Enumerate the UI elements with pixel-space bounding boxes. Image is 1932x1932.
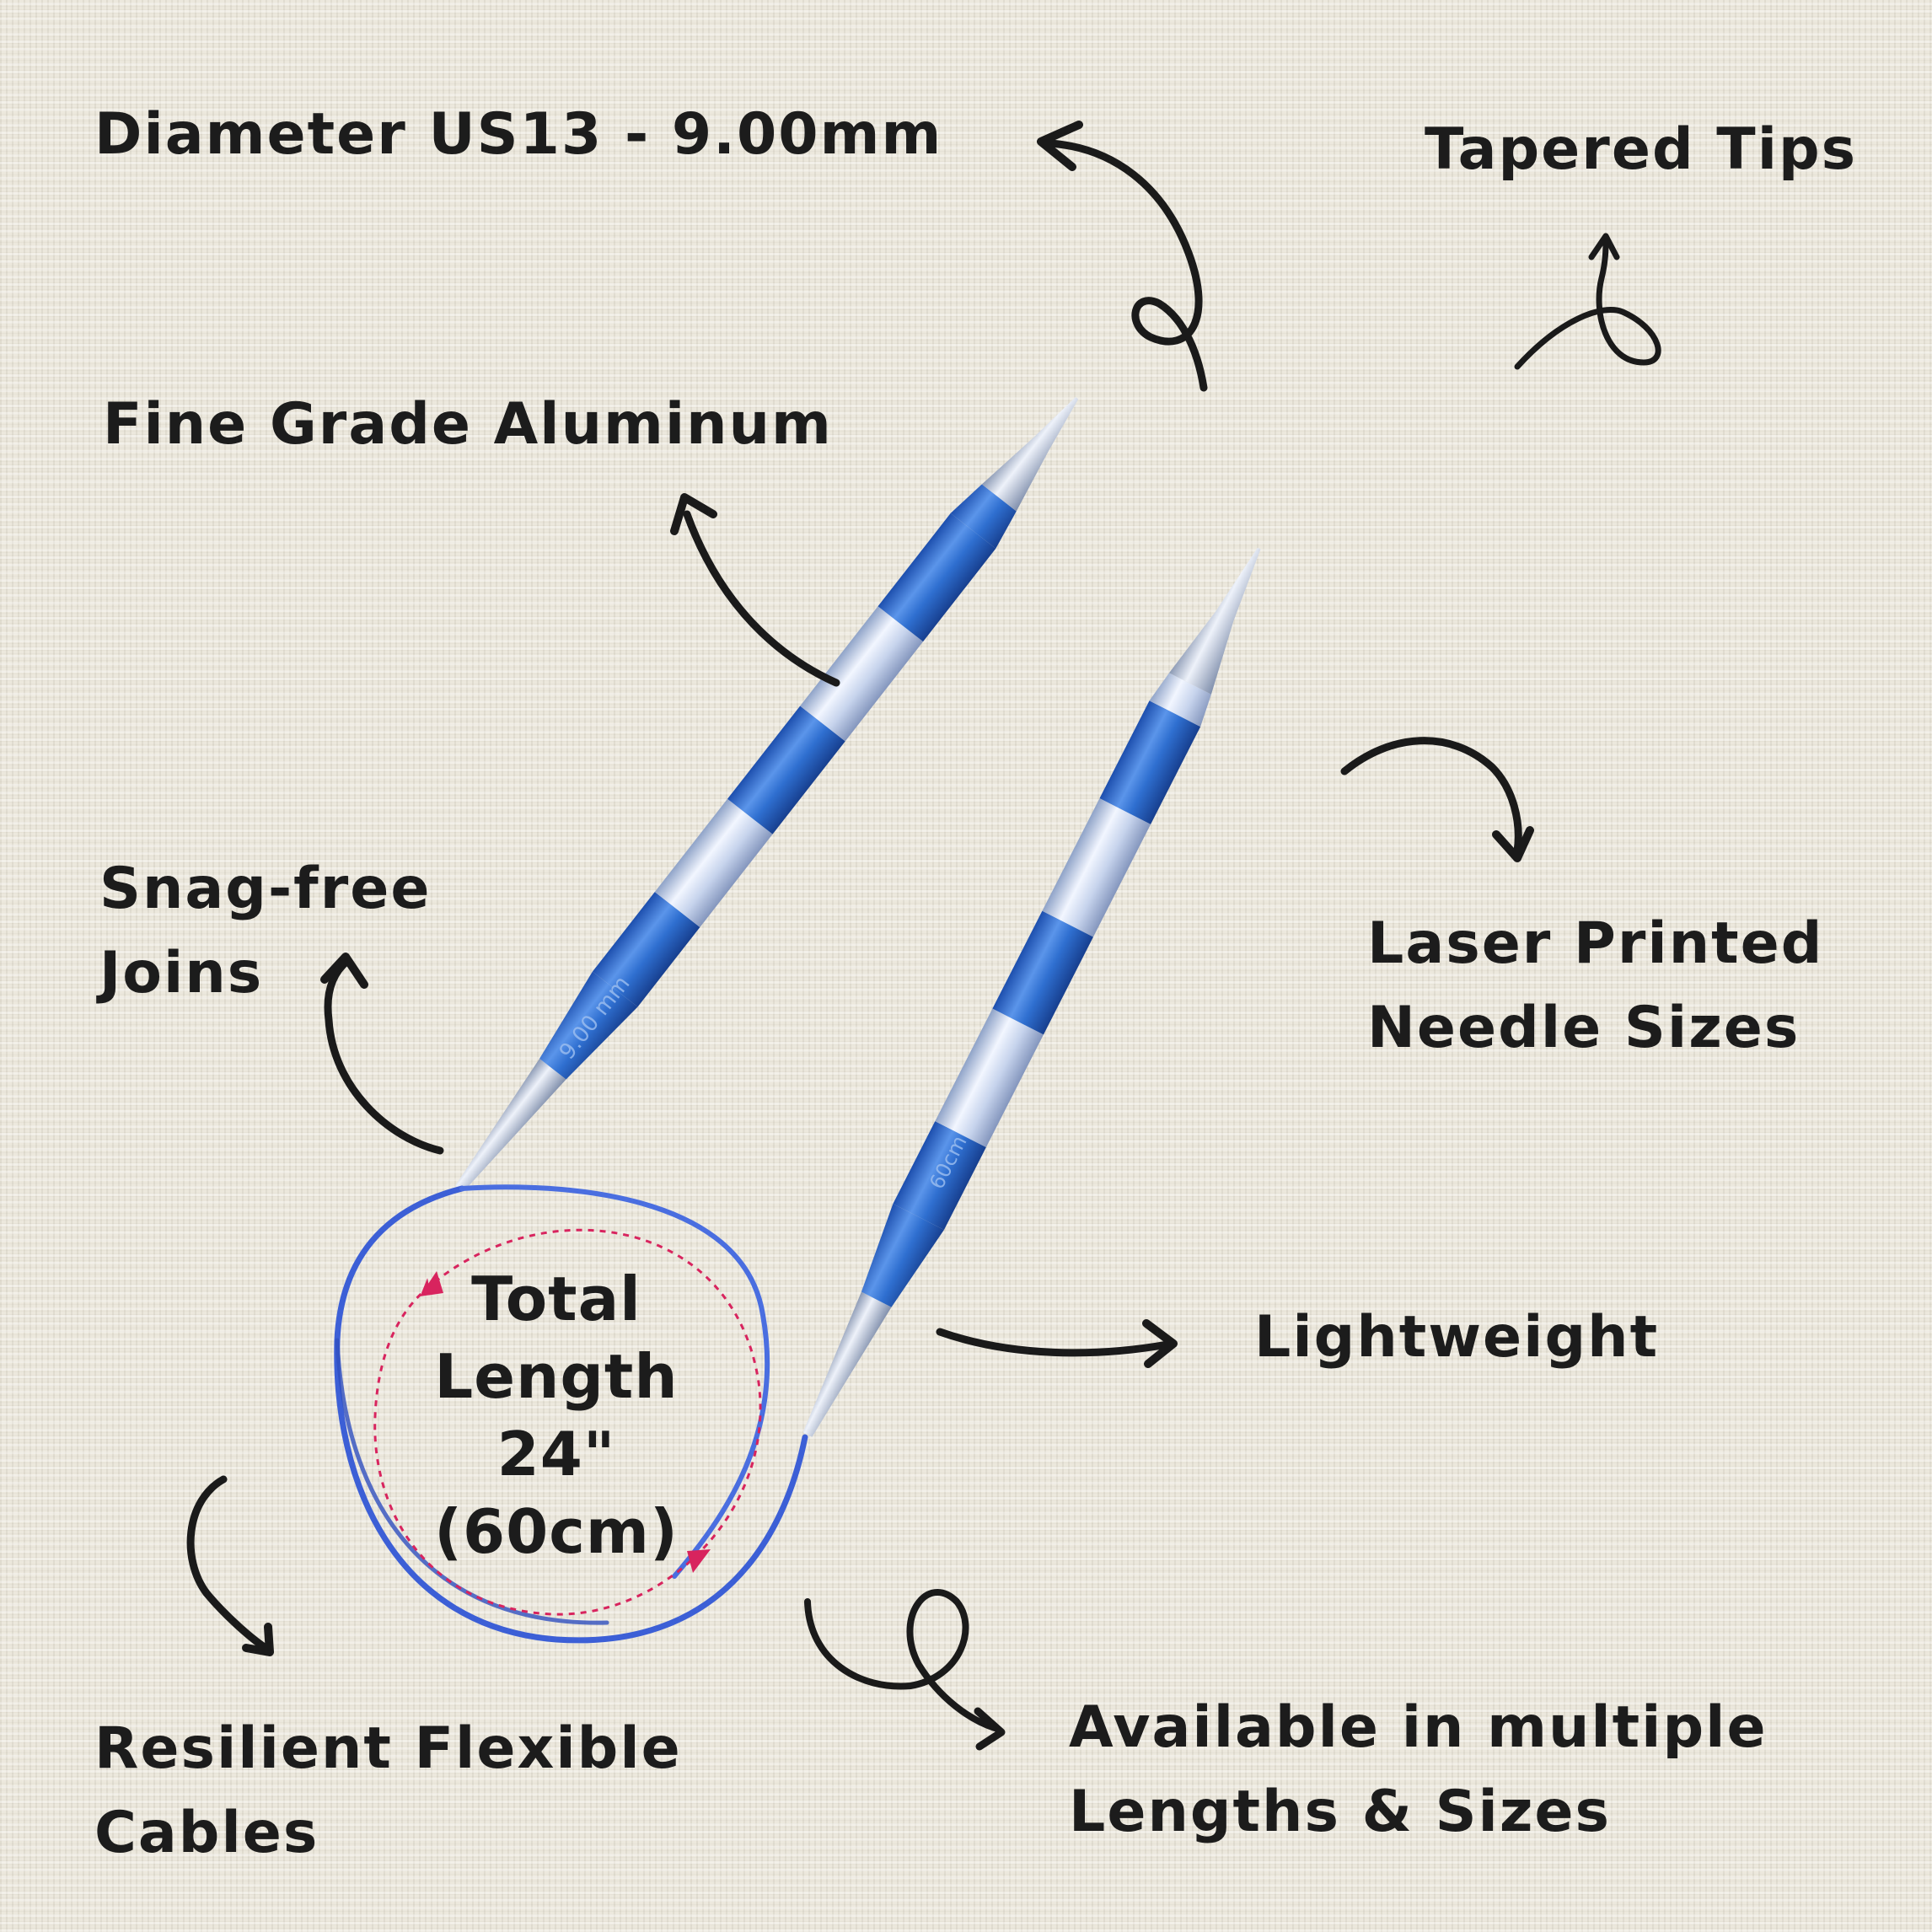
- available-sizes-label: Available in multiple Lengths & Sizes: [1069, 1686, 1768, 1854]
- total-length-text: Total Length 24" (60cm): [396, 1260, 716, 1570]
- lightweight-arrow-icon: [936, 1328, 1172, 1357]
- cable-loop: [334, 1184, 808, 1644]
- laser-line2: Needle Sizes: [1367, 995, 1801, 1061]
- available-line1: Available in multiple: [1069, 1694, 1768, 1761]
- laser-arrow-icon: [1340, 737, 1522, 856]
- resilient-line1: Resilient Flexible: [94, 1715, 682, 1782]
- resilient-line2: Cables: [94, 1800, 319, 1866]
- tapered-tips-arrowhead-icon: [1588, 233, 1620, 260]
- tapered-tips-label: Tapered Tips: [1425, 108, 1857, 192]
- aluminum-text: Fine Grade Aluminum: [103, 391, 833, 458]
- aluminum-arrow-icon: [683, 510, 840, 687]
- resilient-arrowhead-icon: [242, 1623, 274, 1656]
- laser-printed-label: Laser Printed Needle Sizes: [1367, 902, 1823, 1071]
- diameter-label: Diameter US13 - 9.00mm: [94, 93, 942, 177]
- diameter-text: Diameter US13 - 9.00mm: [94, 101, 943, 168]
- lightweight-label: Lightweight: [1254, 1296, 1659, 1380]
- total-length-indicator: [373, 1228, 762, 1616]
- lightweight-text: Lightweight: [1254, 1304, 1660, 1371]
- snag-free-arrow-icon: [324, 957, 444, 1155]
- total-length-line2: Length: [434, 1341, 679, 1412]
- right-band-4: [1042, 798, 1151, 937]
- snag-free-arrowhead-icon: [320, 953, 368, 989]
- left-needle-join: [455, 1058, 566, 1192]
- total-length-line1: Total: [471, 1264, 641, 1334]
- left-band-3: [727, 706, 845, 835]
- available-arrow-icon: [804, 1589, 998, 1731]
- laser-line1: Laser Printed: [1367, 910, 1824, 977]
- total-length-arrowhead-top: [420, 1271, 443, 1296]
- right-needle-shoulder: [1149, 673, 1211, 727]
- right-band-2: [935, 1008, 1044, 1148]
- diameter-arrow-icon: [1045, 139, 1208, 392]
- tapered-tips-text: Tapered Tips: [1425, 116, 1858, 183]
- diameter-arrowhead-icon: [1037, 121, 1083, 171]
- right-band-5: [1099, 700, 1201, 824]
- left-needle-taper: [539, 971, 638, 1080]
- left-band-5: [877, 513, 996, 642]
- available-line2: Lengths & Sizes: [1069, 1779, 1612, 1845]
- left-needle-shoulder: [950, 484, 1017, 549]
- right-band-3: [992, 910, 1094, 1035]
- lightweight-arrowhead-icon: [1142, 1319, 1178, 1368]
- available-arrowhead-icon: [974, 1707, 1006, 1751]
- left-band-2: [654, 798, 773, 927]
- right-needle-taper: [861, 1204, 944, 1307]
- right-needle: 60cm: [802, 547, 1261, 1437]
- left-band-4: [800, 606, 924, 742]
- resilient-cables-label: Resilient Flexible Cables: [94, 1707, 682, 1876]
- snag-free-line1: Snag-free: [99, 856, 432, 922]
- aluminum-label: Fine Grade Aluminum: [103, 383, 833, 467]
- total-length-line4: (60cm): [434, 1496, 679, 1567]
- tapered-tips-arrow-icon: [1514, 237, 1661, 370]
- left-needle-tip: [981, 397, 1079, 512]
- resilient-arrow-icon: [186, 1475, 270, 1652]
- laser-arrowhead-icon: [1492, 826, 1534, 862]
- right-band-1: [893, 1121, 986, 1231]
- snag-free-label: Snag-free Joins: [99, 847, 432, 1016]
- total-length-arrowhead-bottom: [687, 1549, 711, 1573]
- aluminum-arrowhead-icon: [670, 493, 717, 535]
- right-needle-tip: [1169, 547, 1261, 695]
- total-length-line3: 24": [496, 1419, 616, 1489]
- left-needle: 9.00 mm: [455, 397, 1079, 1192]
- right-needle-join: [802, 1291, 892, 1437]
- left-band-1: [592, 892, 700, 1007]
- snag-free-line2: Joins: [99, 940, 264, 1006]
